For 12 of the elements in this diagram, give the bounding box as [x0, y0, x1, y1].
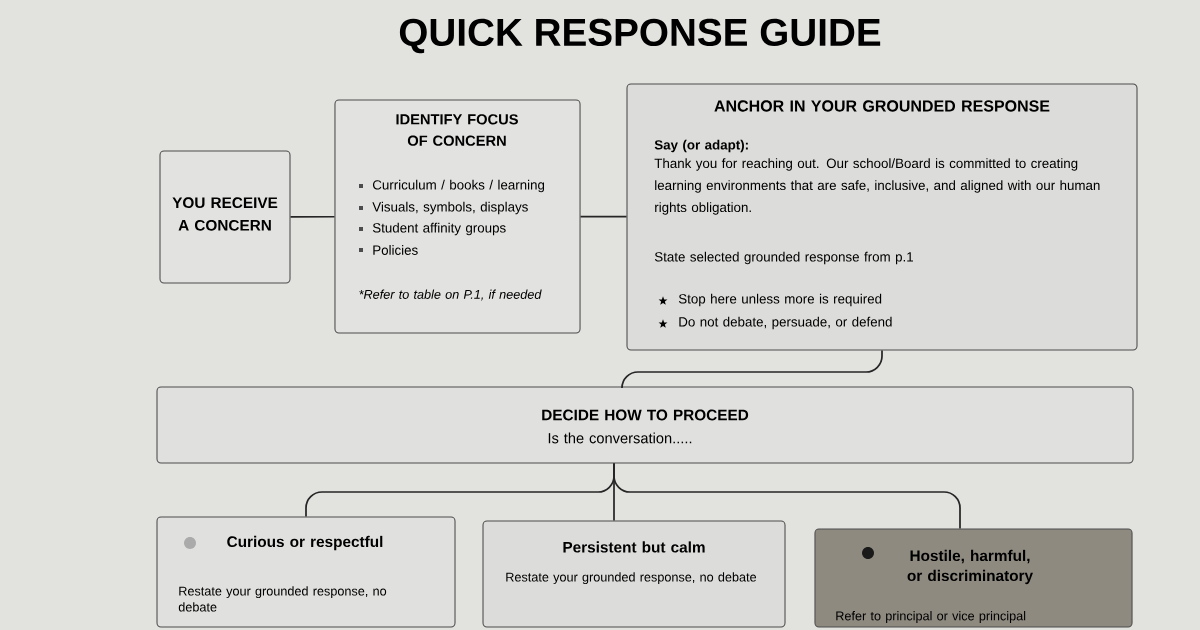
process-box: YOU RECEIVE A CONCERN	[159, 150, 291, 284]
process-box: ANCHOR IN YOUR GROUNDED RESPONSE Say (or adapt): Thank you for reaching out. Our school/Board is committed to creating learning environments that are safe, inclusive, and aligned with our human rights obligation. State selected grounded response from p.1 Stop here unless more is required Do not debate, persuade, or defend	[626, 83, 1138, 351]
outcome-box: Persistent but calm Restate your grounded response, no debate	[482, 520, 786, 628]
connector-line	[613, 462, 961, 530]
process-box: IDENTIFY FOCUS OF CONCERN Curriculum / books / learning Visuals, symbols, displays Student affinity groups Policies *Refer to table on P.1, if needed	[334, 99, 581, 334]
connector-line	[579, 215, 628, 218]
title: QUICK RESPONSE GUIDE	[399, 18, 881, 54]
outcome-box: Curious or respectful Restate your grounded response, no debate	[156, 516, 456, 628]
connector-line	[621, 349, 883, 389]
decision-box: DECIDE HOW TO PROCEED Is the conversation.....	[156, 386, 1134, 464]
connector-line	[289, 215, 336, 218]
outcome-box: Hostile, harmful, or discriminatory Refer to principal or vice principal	[814, 528, 1133, 628]
